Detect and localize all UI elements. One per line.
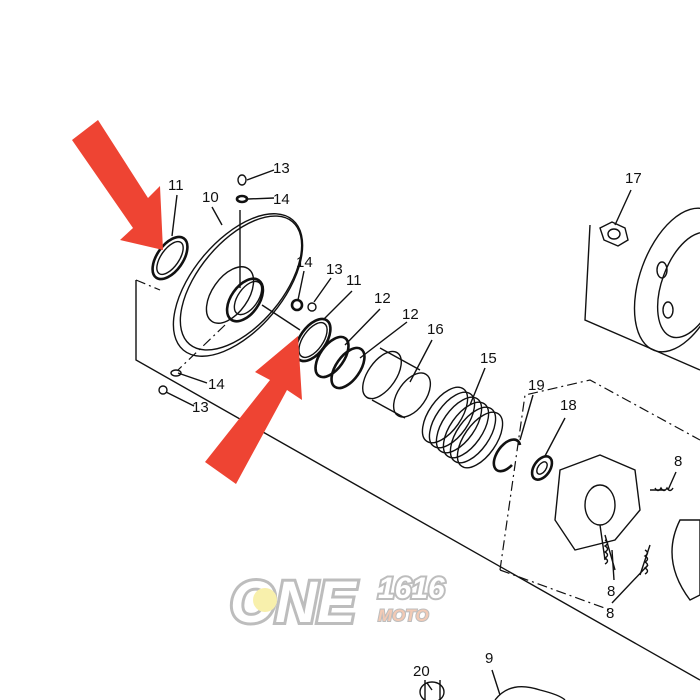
label-14-top: 14 xyxy=(273,191,290,208)
part-13-14-pins xyxy=(158,174,317,395)
part-11-ring-left xyxy=(151,235,189,281)
label-10: 10 xyxy=(202,189,219,206)
watermark-number: 1616 xyxy=(378,572,445,605)
label-14-mid: 14 xyxy=(296,254,313,271)
watermark-one: ONE xyxy=(230,570,358,635)
label-13-top: 13 xyxy=(273,160,290,177)
leader-lines xyxy=(165,169,677,696)
label-12-a: 12 xyxy=(374,290,391,307)
frame-box-dashed xyxy=(499,379,700,571)
label-9: 9 xyxy=(485,650,493,667)
part-18-seal xyxy=(530,455,554,481)
frame-dash xyxy=(135,279,161,291)
label-12-b: 12 xyxy=(402,306,419,323)
red-arrow-upper-left xyxy=(72,120,163,250)
part-17-nut xyxy=(599,221,629,247)
label-13-bottom: 13 xyxy=(192,399,209,416)
watermark-moto: MOTO xyxy=(378,606,429,625)
watermark-logo: ONE 1616 MOTO xyxy=(227,567,447,638)
part-19-circlip xyxy=(492,438,522,473)
frame-line-left xyxy=(135,280,700,681)
part-9-sheave xyxy=(494,686,566,700)
label-15: 15 xyxy=(480,350,497,367)
label-8-a: 8 xyxy=(607,583,615,600)
label-16: 16 xyxy=(427,321,444,338)
clutch-plate xyxy=(554,454,700,601)
label-14-bottom: 14 xyxy=(208,376,225,393)
label-18: 18 xyxy=(560,397,577,414)
part-20-bearing xyxy=(419,680,445,700)
part-15-spring xyxy=(421,386,504,469)
part-16-collar xyxy=(362,347,432,419)
label-19: 19 xyxy=(528,377,545,394)
label-11-mid: 11 xyxy=(346,272,362,289)
label-13-mid: 13 xyxy=(326,261,343,278)
part-10-sliding-sheave xyxy=(172,210,304,371)
clutch-housing xyxy=(633,207,700,353)
red-arrow-lower xyxy=(205,336,302,484)
label-8-right: 8 xyxy=(674,453,682,470)
part-12-o-rings xyxy=(314,335,366,390)
label-20: 20 xyxy=(413,663,430,680)
label-8-b: 8 xyxy=(606,605,614,622)
frame-line-right xyxy=(584,224,700,371)
label-17: 17 xyxy=(625,170,642,187)
label-11-left: 11 xyxy=(168,177,184,194)
